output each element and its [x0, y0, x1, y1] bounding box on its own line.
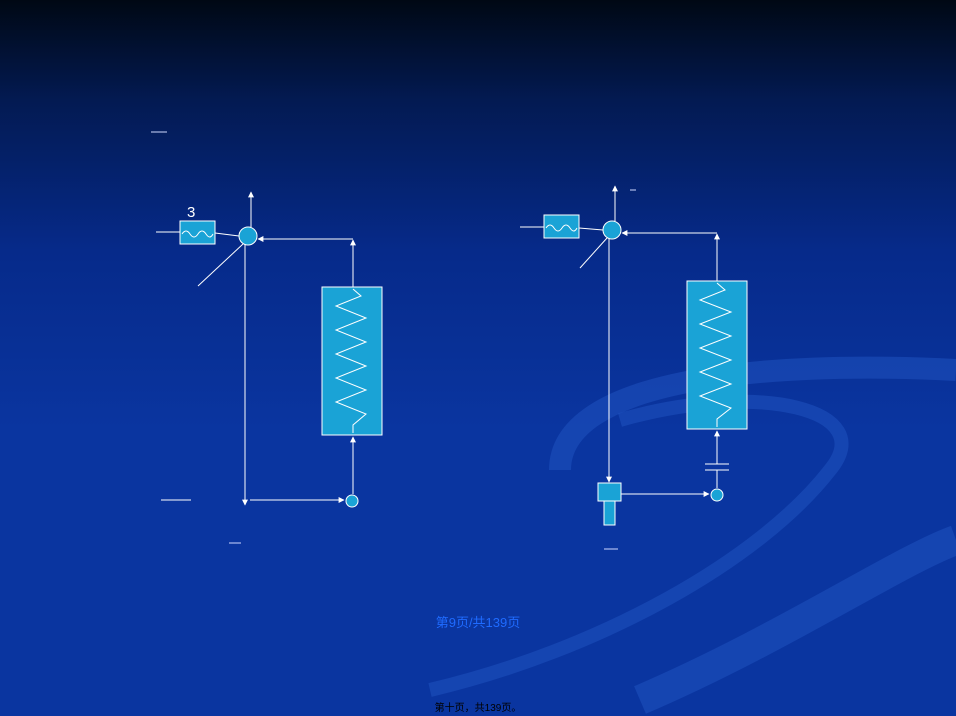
heat-exchanger	[543, 214, 580, 239]
right-diagram	[520, 185, 748, 550]
exchanger-to-node-line	[214, 232, 240, 237]
separator-leg	[603, 500, 616, 526]
mixing-node	[238, 226, 258, 246]
heat-exchanger-coil	[181, 230, 214, 238]
reactor-coil	[698, 282, 733, 427]
page-footer: 第十页，共139页。	[434, 703, 522, 714]
background-swoosh	[428, 356, 956, 714]
page-indicator: 第9页/共139页	[435, 615, 521, 630]
diagonal-line	[197, 243, 244, 287]
pump-node	[345, 494, 359, 508]
reactor	[321, 286, 383, 436]
heat-exchanger	[179, 220, 216, 245]
reactor-coil	[334, 288, 368, 433]
mixing-node	[602, 220, 622, 240]
exchanger-to-node-line	[578, 227, 604, 231]
separator-vessel	[597, 482, 622, 502]
diagonal-line	[579, 237, 608, 269]
stream-number-label: 3	[187, 204, 195, 221]
heat-exchanger-coil	[545, 224, 578, 232]
pump-node	[710, 488, 724, 502]
left-diagram: 3	[151, 131, 383, 544]
